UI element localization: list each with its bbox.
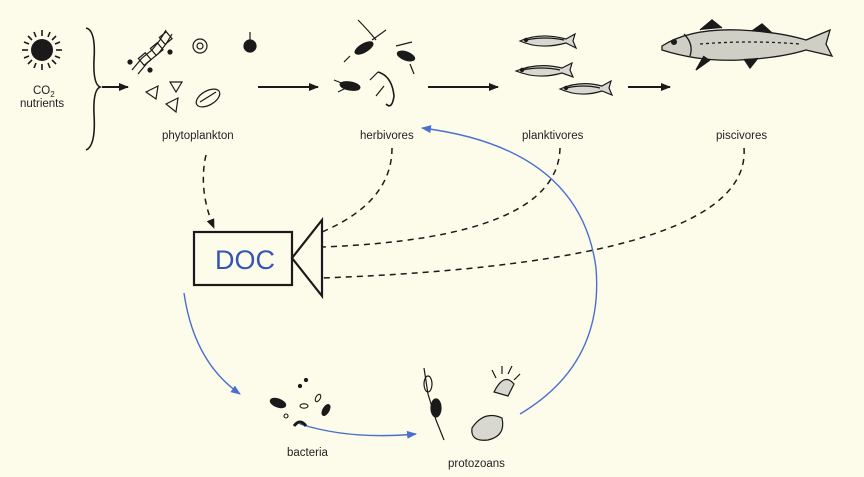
sun-icon bbox=[22, 30, 62, 70]
flow-planktivores-to-doc bbox=[321, 147, 561, 248]
phytoplankton-cells-icon bbox=[127, 29, 257, 114]
protozoans-label: protozoans bbox=[448, 458, 505, 470]
copepod-icon bbox=[333, 19, 416, 107]
bacteria-label: bacteria bbox=[287, 447, 329, 459]
co2-label: CO2 bbox=[33, 85, 55, 99]
arrow-protozoans-to-herbivores bbox=[421, 125, 598, 415]
arrow-doc-to-bacteria bbox=[183, 292, 241, 395]
doc-label: DOC bbox=[215, 245, 275, 275]
flow-herbivores-to-doc bbox=[321, 147, 393, 233]
piscivores-label: piscivores bbox=[716, 130, 767, 142]
large-fish-icon bbox=[661, 19, 834, 71]
doc-funnel bbox=[290, 216, 324, 300]
planktivores-label: planktivores bbox=[522, 130, 584, 142]
bacteria-icon bbox=[269, 377, 331, 427]
nutrients-label: nutrients bbox=[20, 98, 64, 110]
herbivores-label: herbivores bbox=[360, 130, 414, 142]
protozoan-icon bbox=[423, 365, 521, 441]
arrow-bacteria-to-protozoans bbox=[299, 423, 417, 439]
small-fish-icon bbox=[514, 32, 614, 97]
flow-piscivores-to-doc bbox=[321, 147, 745, 279]
phytoplankton-label: phytoplankton bbox=[162, 130, 234, 142]
arrow-phytoplankton-to-doc bbox=[202, 154, 215, 229]
input-brace bbox=[85, 27, 103, 151]
